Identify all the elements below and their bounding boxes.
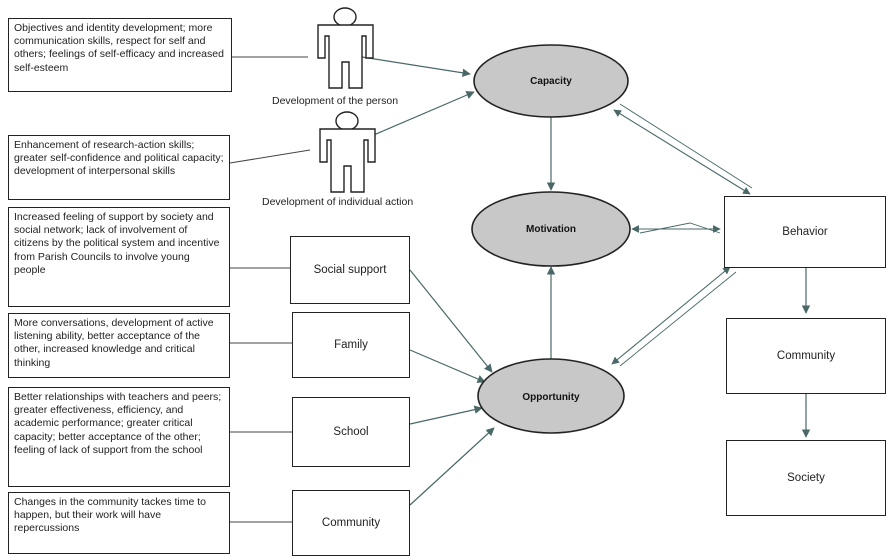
source-family: Family [292,312,410,378]
arrow-person-capacity [361,56,471,77]
person-development-label: Development of the person [272,95,399,107]
arrow-community-opportunity [409,427,495,506]
arrow-school-opportunity [409,405,483,425]
outcome-society: Society [726,440,886,516]
oval-opportunity-label: Opportunity [522,392,580,403]
oval-opportunity [477,358,625,434]
note-social-support: Increased feeling of support by society … [8,207,230,307]
note-school: Better relationships with teachers and p… [8,387,230,487]
arrow-social-opportunity [409,269,493,373]
oval-capacity-label: Capacity [530,76,572,87]
arrow-opportunity-behavior-2 [619,271,737,367]
arrow-capacity-behavior [613,109,751,195]
arrow-family-opportunity [409,349,486,383]
arrow-opportunity-behavior [611,266,731,365]
arrow-action-capacity [361,91,475,141]
outcome-behavior: Behavior [724,196,886,268]
source-social-support: Social support [290,236,410,304]
connector-note-action [229,149,311,164]
oval-motivation [471,191,631,267]
note-individual-action: Enhancement of research-action skills; g… [8,135,230,200]
oval-capacity [473,44,629,118]
arrow-capacity-behavior-2 [619,103,753,189]
oval-motivation-label: Motivation [526,224,576,235]
action-figure-icon [319,111,376,193]
source-school: School [292,397,410,467]
outcome-community: Community [726,318,886,394]
arrow-motivation-behavior-2 [639,222,721,234]
source-community: Community [292,490,410,556]
individual-action-label: Development of individual action [262,196,414,208]
person-figure-icon [317,7,374,89]
note-person-development: Objectives and identity development; mor… [8,18,232,92]
note-community: Changes in the community tackes time to … [8,492,230,554]
note-family: More conversations, development of activ… [8,313,230,378]
